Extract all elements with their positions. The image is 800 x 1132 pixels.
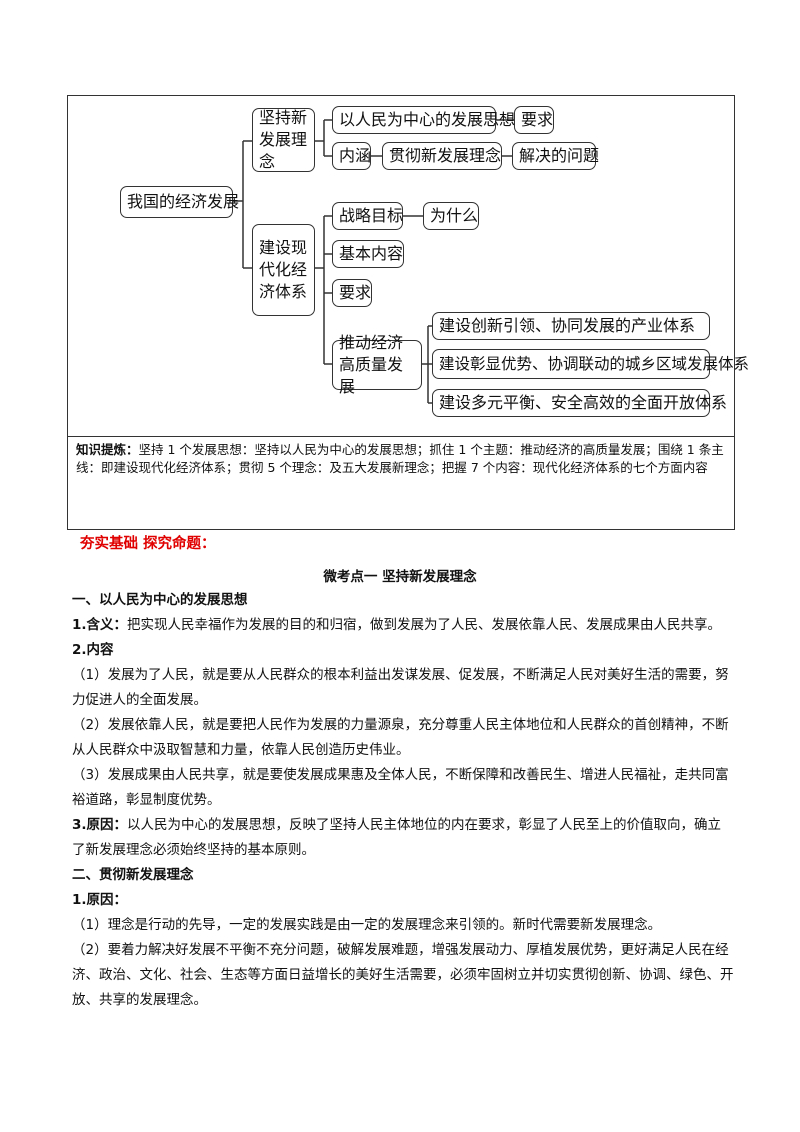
branch-economic-system-node: 建设现代化经济体系 bbox=[252, 224, 315, 316]
section-title: 微考点一 坚持新发展理念 bbox=[323, 569, 477, 585]
implement-concept-node: 贯彻新发展理念 bbox=[382, 142, 502, 170]
why-node: 为什么 bbox=[423, 202, 479, 230]
meaning-text: 把实现人民幸福作为发展的目的和归宿，做到发展为了人民、发展依靠人民、发展成果由人… bbox=[127, 617, 722, 633]
requirement2-node: 要求 bbox=[332, 279, 372, 307]
reason2-item-1: （1）理念是行动的先导，一定的发展实践是由一定的发展理念来引领的。新时代需要新发… bbox=[72, 917, 662, 933]
open-system-node: 建设多元平衡、安全高效的全面开放体系 bbox=[432, 389, 727, 417]
connotation-node: 内涵 bbox=[332, 142, 371, 170]
content-item-1: （1）发展为了人民，就是要从人民群众的根本利益出发谋发展、促发展，不断满足人民对… bbox=[72, 667, 729, 708]
reason-label: 3.原因： bbox=[72, 817, 128, 833]
content-item-3: （3）发展成果由人民共享，就是要使发展成果惠及全体人民，不断保障和改善民生、增进… bbox=[72, 767, 729, 808]
reason2-label: 1.原因： bbox=[72, 892, 128, 908]
connector-lines bbox=[233, 119, 514, 404]
urban-rural-system-node: 建设彰显优势、协调联动的城乡区域发展体系 bbox=[432, 349, 749, 379]
heading-2: 二、贯彻新发展理念 bbox=[72, 867, 194, 883]
red-heading: 夯实基础 探究命题： bbox=[80, 536, 216, 552]
summary-text: 坚持 1 个发展思想：坚持以人民为中心的发展思想；抓住 1 个主题：推动经济的高… bbox=[76, 442, 724, 475]
problems-solved-node: 解决的问题 bbox=[512, 142, 599, 170]
heading-1: 一、以人民为中心的发展思想 bbox=[72, 592, 248, 608]
concept-diagram: 我国的经济发展 坚持新发展理念 以人民为中心的发展思想 要求 内涵 贯彻新发展理… bbox=[68, 96, 749, 436]
summary-label: 知识提炼： bbox=[76, 442, 139, 457]
mind-map-frame: 我国的经济发展 坚持新发展理念 以人民为中心的发展思想 要求 内涵 贯彻新发展理… bbox=[67, 95, 749, 530]
body-content: 一、以人民为中心的发展思想 1.含义：把实现人民幸福作为发展的目的和归宿，做到发… bbox=[72, 588, 734, 1013]
strategic-goal-node: 战略目标 bbox=[332, 202, 403, 230]
requirement-node: 要求 bbox=[514, 106, 554, 134]
content-label: 2.内容 bbox=[72, 642, 114, 658]
industry-system-node: 建设创新引领、协同发展的产业体系 bbox=[432, 312, 710, 340]
root-node: 我国的经济发展 bbox=[120, 186, 239, 218]
people-centered-node: 以人民为中心的发展思想 bbox=[332, 106, 515, 134]
divider bbox=[68, 436, 734, 437]
basic-content-node: 基本内容 bbox=[332, 240, 404, 268]
knowledge-summary: 知识提炼：坚持 1 个发展思想：坚持以人民为中心的发展思想；抓住 1 个主题：推… bbox=[76, 441, 728, 477]
content-item-2: （2）发展依靠人民，就是要把人民作为发展的力量源泉，充分尊重人民主体地位和人民群… bbox=[72, 717, 729, 758]
meaning-label: 1.含义： bbox=[72, 617, 128, 633]
high-quality-node: 推动经济高质量发展 bbox=[332, 333, 422, 396]
paragraph-reason: 3.原因：以人民为中心的发展思想，反映了坚持人民主体地位的内在要求，彰显了人民至… bbox=[72, 813, 734, 863]
branch-new-concept-node: 坚持新发展理念 bbox=[252, 108, 315, 172]
reason-text: 以人民为中心的发展思想，反映了坚持人民主体地位的内在要求，彰显了人民至上的价值取… bbox=[72, 817, 722, 858]
reason2-item-2: （2）要着力解决好发展不平衡不充分问题，破解发展难题，增强发展动力、厚植发展优势… bbox=[72, 942, 734, 1008]
paragraph-meaning: 1.含义：把实现人民幸福作为发展的目的和归宿，做到发展为了人民、发展依靠人民、发… bbox=[72, 613, 734, 638]
